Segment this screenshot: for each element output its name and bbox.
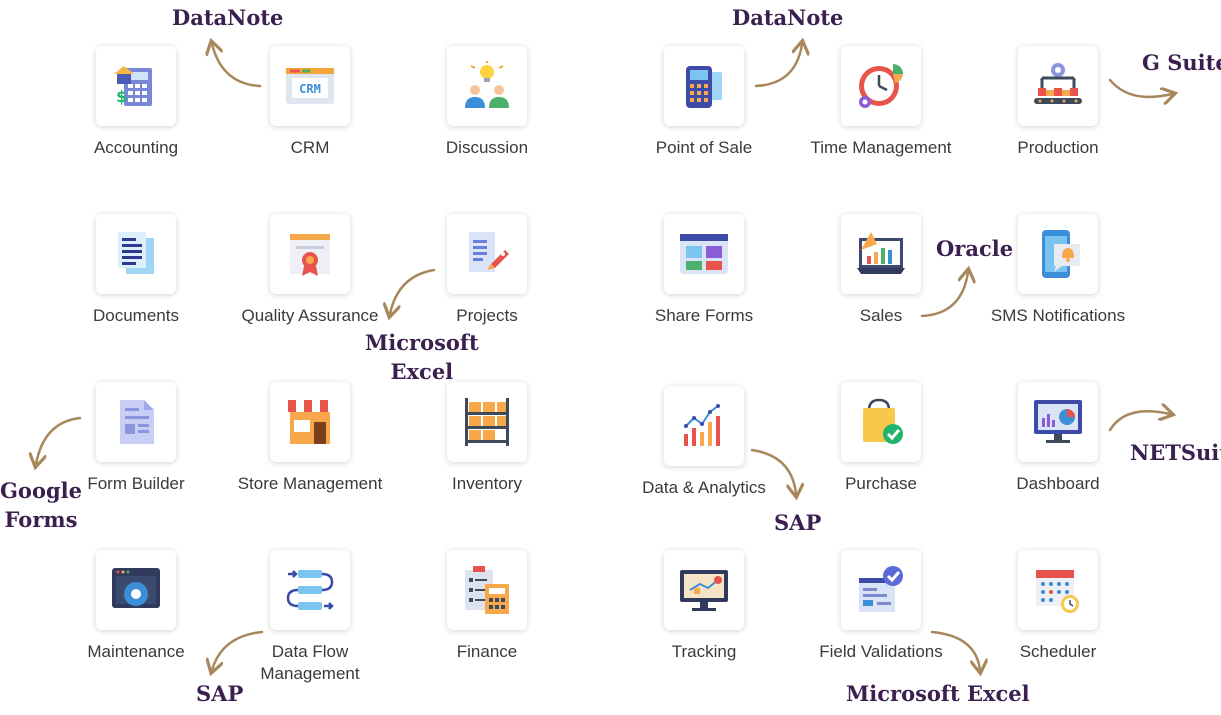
- label-documents: Documents: [93, 306, 179, 325]
- label-time-management: Time Management: [810, 138, 952, 157]
- label-sms-notifications: SMS Notifications: [990, 306, 1126, 325]
- data-analytics-icon: [684, 404, 720, 446]
- tile-data-flow-management[interactable]: [270, 550, 350, 630]
- integration-excel-left: Microsoft Excel: [365, 328, 479, 386]
- tile-tracking[interactable]: [664, 550, 744, 630]
- label-point-of-sale: Point of Sale: [655, 138, 753, 157]
- integration-netsuite: NETSuite: [1130, 440, 1221, 465]
- label-finance: Finance: [456, 642, 518, 661]
- field-validations-icon: [859, 566, 903, 612]
- label-store-management: Store Management: [237, 474, 383, 493]
- purchase-icon: [863, 398, 903, 444]
- tile-accounting[interactable]: $: [96, 46, 176, 126]
- accounting-icon: $: [114, 66, 152, 106]
- label-tracking: Tracking: [671, 642, 737, 661]
- arrow-pos-to-datanote: [754, 44, 802, 88]
- label-scheduler: Scheduler: [1019, 642, 1097, 661]
- integration-excel-bottom: Microsoft Excel: [846, 681, 1030, 706]
- tile-crm[interactable]: CRM: [270, 46, 350, 126]
- share-forms-icon: [680, 234, 728, 274]
- store-icon: [288, 400, 332, 444]
- label-inventory: Inventory: [452, 474, 522, 493]
- tile-documents[interactable]: [96, 214, 176, 294]
- integration-oracle: Oracle: [936, 236, 1014, 261]
- integration-google-forms-line2: Forms: [4, 507, 78, 532]
- tile-projects[interactable]: [447, 214, 527, 294]
- label-production: Production: [1017, 138, 1099, 157]
- crm-icon: CRM: [286, 68, 334, 104]
- maintenance-icon: [112, 568, 160, 608]
- time-management-icon: [859, 64, 903, 108]
- quality-assurance-icon: [290, 234, 330, 276]
- tile-time-management[interactable]: [841, 46, 921, 126]
- scheduler-icon: [1036, 570, 1079, 613]
- svg-text:$: $: [116, 87, 127, 106]
- integration-datanote-left: DataNote: [172, 5, 284, 30]
- integration-google-forms-line1: Google: [0, 478, 82, 503]
- documents-icon: [118, 232, 154, 274]
- tile-scheduler[interactable]: [1018, 550, 1098, 630]
- tile-form-builder[interactable]: [96, 382, 176, 462]
- sales-icon: [857, 232, 905, 274]
- svg-text:CRM: CRM: [299, 82, 321, 96]
- label-purchase: Purchase: [845, 474, 917, 493]
- tile-inventory[interactable]: [447, 382, 527, 462]
- integration-excel-left-line2: Excel: [390, 359, 454, 384]
- tracking-icon: [680, 570, 728, 611]
- integration-google-forms: Google Forms: [0, 476, 82, 534]
- tile-purchase[interactable]: [841, 382, 921, 462]
- tile-store-management[interactable]: [270, 382, 350, 462]
- arrow-dashboard-to-netsuite: [1108, 411, 1170, 432]
- label-discussion: Discussion: [445, 138, 529, 157]
- production-icon: [1034, 63, 1082, 104]
- label-crm: CRM: [290, 138, 330, 157]
- dashboard-icon: [1034, 400, 1082, 443]
- tile-share-forms[interactable]: [664, 214, 744, 294]
- label-data-flow-management: Data Flow Management: [260, 642, 360, 683]
- tile-finance[interactable]: [447, 550, 527, 630]
- label-sales: Sales: [859, 306, 903, 325]
- point-of-sale-icon: [686, 66, 722, 108]
- label-form-builder: Form Builder: [87, 474, 185, 493]
- label-field-validations: Field Validations: [819, 642, 943, 661]
- tile-maintenance[interactable]: [96, 550, 176, 630]
- tile-discussion[interactable]: [447, 46, 527, 126]
- discussion-icon: [465, 61, 509, 108]
- tile-point-of-sale[interactable]: [664, 46, 744, 126]
- tile-sms-notifications[interactable]: [1018, 214, 1098, 294]
- label-maintenance: Maintenance: [87, 642, 185, 661]
- label-accounting: Accounting: [93, 138, 179, 157]
- integration-gsuite: G Suite: [1142, 50, 1221, 75]
- label-projects: Projects: [456, 306, 518, 325]
- tile-data-analytics[interactable]: [664, 386, 744, 466]
- integration-excel-left-line1: Microsoft: [365, 330, 479, 355]
- tile-dashboard[interactable]: [1018, 382, 1098, 462]
- projects-icon: [469, 232, 509, 272]
- finance-icon: [465, 566, 509, 614]
- tile-quality-assurance[interactable]: [270, 214, 350, 294]
- data-flow-icon: [286, 570, 334, 610]
- integration-sap-middle: SAP: [774, 510, 822, 535]
- tile-sales[interactable]: [841, 214, 921, 294]
- arrow-formbuilder-to-googleforms: [36, 416, 82, 464]
- label-quality-assurance: Quality Assurance: [241, 306, 379, 325]
- label-data-analytics: Data & Analytics: [642, 478, 766, 497]
- tile-production[interactable]: [1018, 46, 1098, 126]
- label-dashboard: Dashboard: [1016, 474, 1100, 493]
- inventory-icon: [465, 398, 509, 446]
- tile-field-validations[interactable]: [841, 550, 921, 630]
- arrow-crm-to-datanote: [212, 44, 262, 88]
- sms-notifications-icon: [1042, 230, 1080, 278]
- label-share-forms: Share Forms: [654, 306, 754, 325]
- integration-datanote-right: DataNote: [732, 5, 844, 30]
- arrow-production-to-gsuite: [1108, 78, 1172, 97]
- form-builder-icon: [120, 400, 154, 444]
- integration-sap-left: SAP: [196, 681, 244, 706]
